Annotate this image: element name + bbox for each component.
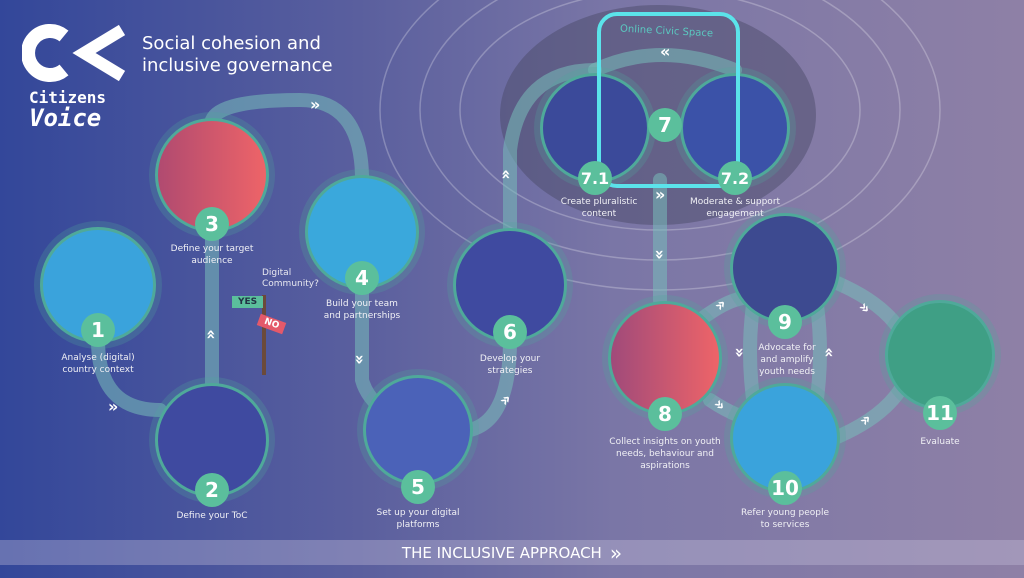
step-badge-10: 10 [768, 471, 802, 505]
step-badge-2: 2 [195, 473, 229, 507]
step-badge-11: 11 [923, 396, 957, 430]
step-5-illustration [363, 375, 473, 485]
step-label-9: Advocate for and amplify youth needs [758, 343, 816, 377]
chevron-right-icon: » [310, 95, 321, 114]
step-badge-3: 3 [195, 207, 229, 241]
step-label-6: Develop your strategies [479, 354, 541, 376]
step-badge-9: 9 [768, 305, 802, 339]
step-11-illustration [885, 300, 995, 410]
logo-text-citizens: Citizens [29, 88, 107, 107]
chevron-right-icon: » [655, 185, 666, 204]
step-label-4: Build your team and partnerships [323, 299, 401, 321]
step-badge-1: 1 [81, 313, 115, 347]
chevron-up-icon: » [495, 169, 515, 180]
step-badge-7: 7 [648, 108, 682, 142]
step-badge-6: 6 [493, 315, 527, 349]
signpost-pole [262, 295, 266, 375]
footer-label: THE INCLUSIVE APPROACH [401, 543, 602, 562]
chevron-right-icon: » [609, 540, 623, 565]
step-badge-4: 4 [345, 261, 379, 295]
citizens-voice-logo: Citizens Voice [21, 22, 127, 132]
step-label-5: Set up your digital platforms [376, 508, 460, 530]
footer-bar: THE INCLUSIVE APPROACH » [0, 540, 1024, 565]
step-badge-7-1: 7.1 [578, 161, 612, 195]
step-9-illustration [730, 213, 840, 323]
chevron-right-icon: » [108, 397, 119, 416]
signpost-yes: YES [232, 296, 264, 308]
chevron-down-icon: » [350, 354, 370, 365]
step-label-2: Define your ToC [176, 511, 248, 521]
step-label-1: Analyse (digital) country context [61, 353, 135, 375]
title-line-1: Social cohesion and [142, 33, 321, 54]
step-label-10: Refer young people to services [741, 508, 829, 530]
signpost-question: Digital Community? [262, 268, 319, 289]
step-label-7-2: Moderate & support engagement [689, 197, 781, 219]
step-label-11: Evaluate [920, 437, 960, 447]
chevron-up-icon: » [818, 347, 838, 358]
online-civic-space-highlight [597, 12, 740, 188]
step-8-illustration [608, 301, 722, 415]
title-line-2: inclusive governance [142, 55, 333, 76]
step-label-3: Define your target audience [170, 244, 254, 266]
page-title: Social cohesion and inclusive governance [142, 33, 333, 77]
chevron-down-icon: » [730, 347, 750, 358]
chevron-left-icon: « [660, 42, 671, 61]
step-label-8: Collect insights on youth needs, behavio… [609, 437, 721, 471]
step-badge-5: 5 [401, 470, 435, 504]
step-label-7-1: Create pluralistic content [560, 197, 638, 219]
step-badge-8: 8 [648, 397, 682, 431]
logo-text-voice: Voice [29, 104, 102, 132]
chevron-down-icon: » [650, 249, 670, 260]
chevron-up-icon: » [200, 329, 220, 340]
step-badge-7-2: 7.2 [718, 161, 752, 195]
